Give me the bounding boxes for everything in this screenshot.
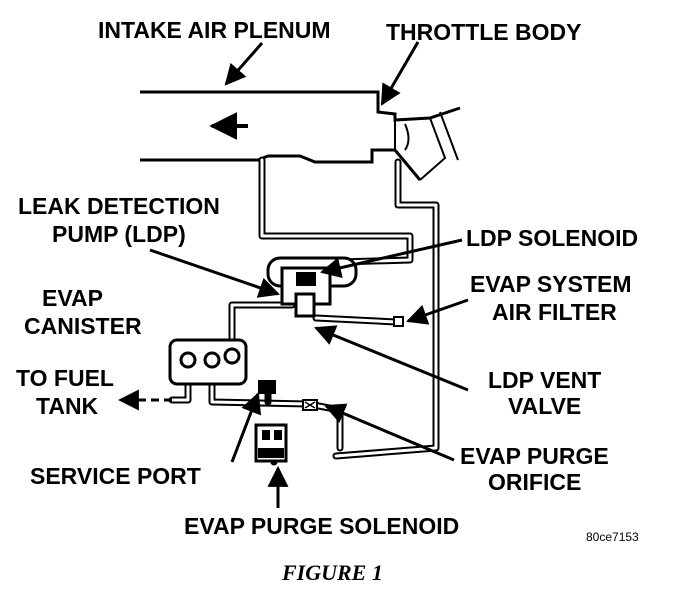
label-ldp-line2: PUMP (LDP) [52,221,186,247]
label-fuel-tank-line2: TANK [36,393,99,419]
label-fuel-tank-line1: TO FUEL [16,365,114,391]
label-canister-line1: EVAP [42,285,103,311]
label-air-filter-line2: AIR FILTER [492,299,617,325]
label-service-port: SERVICE PORT [30,463,201,489]
label-orifice-line1: EVAP PURGE [460,443,609,469]
throttle-body [419,111,459,181]
reference-code: 80ce7153 [586,530,639,544]
figure-caption: FIGURE 1 [281,560,383,585]
intake-air-plenum [140,90,461,181]
label-canister-line2: CANISTER [24,313,142,339]
label-ldp-solenoid: LDP SOLENOID [466,225,638,251]
evap-purge-orifice [302,399,318,411]
label-purge-solenoid: EVAP PURGE SOLENOID [184,513,459,539]
label-orifice-line2: ORIFICE [488,469,581,495]
evap-purge-solenoid [254,423,288,463]
air-filter-box [393,316,404,327]
service-port [258,380,276,394]
label-ldp-line1: LEAK DETECTION [18,193,220,219]
label-throttle-body: THROTTLE BODY [386,19,582,45]
label-intake-air-plenum: INTAKE AIR PLENUM [98,17,331,43]
leader-arrow-icon [149,41,469,508]
label-air-filter-line1: EVAP SYSTEM [470,271,631,297]
evap-canister [168,338,248,386]
label-vent-valve-line1: LDP VENT [488,367,601,393]
label-vent-valve-line2: VALVE [508,393,581,419]
